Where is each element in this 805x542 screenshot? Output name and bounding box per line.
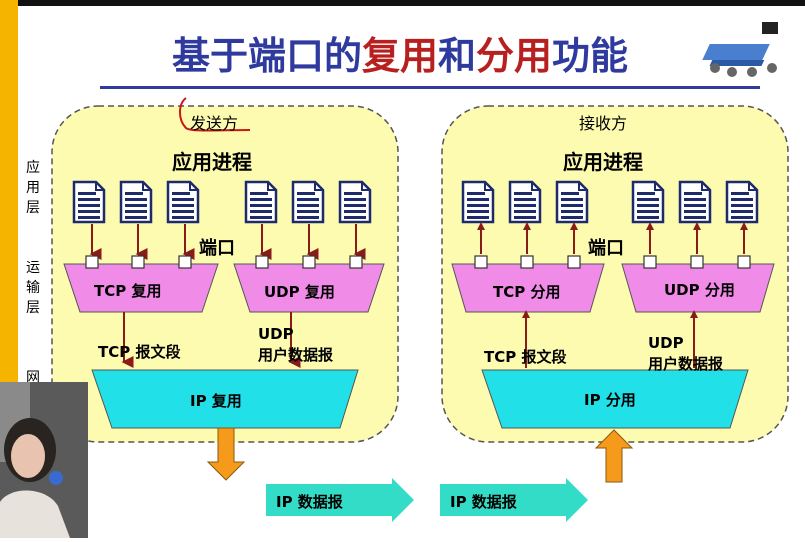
document-icon	[631, 180, 665, 224]
title-part: 基于端口的	[171, 34, 362, 78]
ip-datagram-arrow-left	[266, 478, 414, 522]
ip-datagram-right-label: IP 数据报	[450, 493, 517, 511]
sidebar-char: 层	[26, 200, 40, 216]
sidebar-app-layer: 应 用 层	[22, 158, 44, 218]
webcam-overlay	[0, 382, 88, 538]
sidebar-char: 运	[26, 260, 40, 276]
sender-app-process: 应用进程	[172, 150, 252, 174]
port-square-icon	[131, 255, 145, 269]
receiver-udp-line2: 用户数据报	[648, 355, 724, 373]
receiver-caption: 接收方	[579, 114, 628, 133]
receiver-udp-line1: UDP	[648, 334, 684, 352]
document-icon	[119, 180, 153, 224]
receiver-tcp-box-label: TCP 分用	[493, 283, 561, 301]
sidebar-char: 层	[26, 300, 40, 316]
port-square-icon	[690, 255, 704, 269]
receiver-udp-box-label: UDP 分用	[664, 281, 735, 299]
port-square-icon	[178, 255, 192, 269]
port-square-icon	[85, 255, 99, 269]
sender-udp-line2: 用户数据报	[258, 346, 334, 364]
receiver-ip-box-label: IP 分用	[584, 391, 636, 409]
title-part: 分用	[476, 34, 553, 78]
title-part: 和	[437, 34, 476, 78]
tcp-demux-box	[451, 263, 605, 313]
port-square-icon	[349, 255, 363, 269]
port-square-icon	[474, 255, 488, 269]
ip-mux-box	[91, 369, 359, 429]
tcp-mux-box	[63, 263, 219, 313]
ip-demux-box	[481, 369, 749, 429]
title-part: 复用	[361, 34, 438, 78]
sender-tcp-box-label: TCP 复用	[94, 282, 162, 300]
document-icon	[461, 180, 495, 224]
sidebar-char: 应	[26, 160, 40, 176]
up-arrow	[594, 429, 634, 483]
port-square-icon	[255, 255, 269, 269]
title-part: 功能	[552, 34, 629, 78]
document-icon	[72, 180, 106, 224]
page-title: 基于端口的复用和分用功能	[100, 28, 700, 84]
top-edge-strip	[0, 0, 805, 6]
sender-caption: 发送方	[190, 114, 239, 133]
udp-mux-box	[233, 263, 385, 313]
sidebar-char: 输	[26, 280, 40, 296]
document-icon	[166, 180, 200, 224]
annotation-scribble	[179, 97, 251, 132]
document-icon	[555, 180, 589, 224]
ip-datagram-left-label: IP 数据报	[276, 493, 343, 511]
ip-datagram-arrow-right	[440, 478, 588, 522]
port-square-icon	[302, 255, 316, 269]
sender-udp-line1: UDP	[258, 325, 294, 343]
presenter-avatar	[0, 382, 88, 538]
receiver-port-label: 端口	[588, 238, 624, 259]
sender-tcp-segment: TCP 报文段	[98, 343, 181, 361]
document-icon	[244, 180, 278, 224]
sidebar-char: 用	[26, 180, 40, 196]
udp-demux-box	[621, 263, 775, 313]
port-square-icon	[520, 255, 534, 269]
sender-port-label: 端口	[199, 238, 235, 259]
receiver-app-process: 应用进程	[563, 150, 643, 174]
port-square-icon	[643, 255, 657, 269]
down-arrow	[206, 427, 246, 481]
sidebar-transport-layer: 运 输 层	[22, 258, 44, 318]
receiver-tcp-segment: TCP 报文段	[484, 348, 567, 366]
sender-udp-box-label: UDP 复用	[264, 283, 335, 301]
port-square-icon	[737, 255, 751, 269]
document-icon	[291, 180, 325, 224]
document-icon	[725, 180, 759, 224]
sender-ip-box-label: IP 复用	[190, 392, 242, 410]
document-icon	[508, 180, 542, 224]
port-square-icon	[567, 255, 581, 269]
network-switch-icon	[702, 22, 778, 77]
title-underline	[100, 86, 760, 89]
document-icon	[678, 180, 712, 224]
document-icon	[338, 180, 372, 224]
